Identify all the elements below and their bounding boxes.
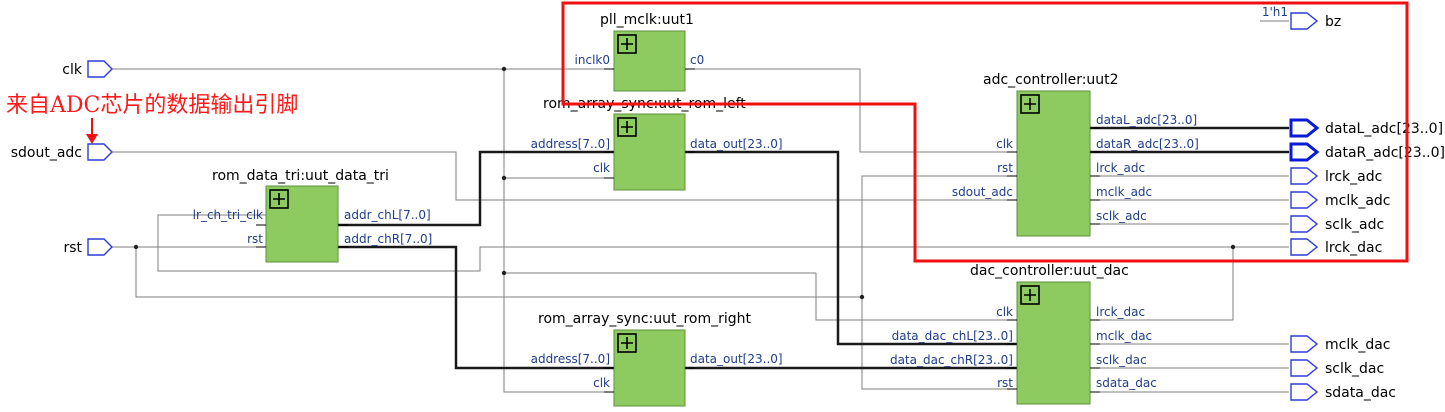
input-pin-rst[interactable]: rst bbox=[63, 238, 113, 256]
pin-label: lrck_adc bbox=[1325, 169, 1382, 185]
expand-icon[interactable] bbox=[617, 333, 637, 353]
port-label: rst bbox=[247, 232, 263, 246]
port-label: clk bbox=[996, 137, 1013, 151]
port-label: clk bbox=[593, 161, 610, 175]
wires bbox=[112, 20, 1289, 393]
output-pin-mclk-dac[interactable]: mclk_dac bbox=[1290, 335, 1391, 353]
block-rom-left[interactable]: rom_array_sync:uut_rom_left address[7..0… bbox=[531, 96, 783, 191]
output-pin-mclk-adc[interactable]: mclk_adc bbox=[1290, 191, 1391, 209]
port-label: data_dac_chL[23..0] bbox=[892, 329, 1013, 343]
port-label: sclk_adc bbox=[1096, 209, 1147, 223]
output-pin-datar-adc[interactable]: dataR_adc[23..0] bbox=[1289, 142, 1445, 162]
plus-icon bbox=[1024, 98, 1036, 110]
block-rom-right[interactable]: rom_array_sync:uut_rom_right address[7..… bbox=[531, 311, 783, 407]
input-pin-clk[interactable]: clk bbox=[62, 60, 113, 78]
output-pin-lrck-adc[interactable]: lrck_adc bbox=[1290, 167, 1382, 185]
port-label: dataL_adc[23..0] bbox=[1096, 113, 1197, 127]
output-pin-datal-adc[interactable]: dataL_adc[23..0] bbox=[1289, 118, 1443, 138]
port-label: mclk_adc bbox=[1096, 185, 1152, 199]
output-pins: 1'h1 bz dataL_adc[23..0] dataR_adc[23..0… bbox=[1262, 5, 1445, 401]
bus-addr-chr bbox=[338, 245, 624, 370]
pin-label: mclk_dac bbox=[1325, 337, 1391, 353]
pin-label: clk bbox=[62, 62, 83, 78]
port-label: data_out[23..0] bbox=[690, 352, 783, 366]
wire-sdout-adc bbox=[112, 151, 1017, 201]
port-label: data_dac_chR[23..0] bbox=[890, 353, 1013, 367]
pin-label: sdata_dac bbox=[1325, 385, 1396, 401]
pin-label: mclk_adc bbox=[1325, 193, 1391, 209]
wire-clk-vertical bbox=[503, 69, 624, 393]
pin-label: dataR_adc[23..0] bbox=[1325, 145, 1445, 161]
bus-data-left bbox=[685, 150, 1017, 346]
port-label: rst bbox=[997, 376, 1013, 390]
plus-icon bbox=[621, 121, 633, 133]
pin-label: sdout_adc bbox=[11, 145, 82, 161]
expand-icon[interactable] bbox=[1020, 285, 1040, 305]
port-label: rst bbox=[997, 161, 1013, 175]
expand-icon[interactable] bbox=[617, 117, 637, 137]
plus-icon bbox=[1024, 289, 1036, 301]
block-dac-controller[interactable]: dac_controller:uut_dac clk data_dac_chL[… bbox=[890, 263, 1157, 405]
port-label: data_out[23..0] bbox=[690, 137, 783, 151]
junctions bbox=[133, 66, 1236, 300]
port-label: lr_ch_tri_clk bbox=[193, 208, 263, 222]
pin-label: sclk_dac bbox=[1325, 361, 1384, 377]
pin-label: sclk_adc bbox=[1325, 217, 1384, 233]
port-label: addr_chR[7..0] bbox=[344, 232, 432, 246]
input-pin-sdout-adc[interactable]: sdout_adc bbox=[11, 143, 113, 161]
block-rom-data-tri[interactable]: rom_data_tri:uut_data_tri lr_ch_tri_clk … bbox=[193, 168, 433, 263]
block-title: adc_controller:uut2 bbox=[983, 72, 1119, 88]
block-pll-mclk[interactable]: pll_mclk:uut1 inclk0 c0 bbox=[575, 12, 705, 92]
plus-icon bbox=[621, 337, 633, 349]
port-label: address[7..0] bbox=[531, 137, 610, 151]
port-label: lrck_adc bbox=[1096, 161, 1145, 175]
port-label: sdata_dac bbox=[1096, 376, 1157, 390]
plus-icon bbox=[273, 193, 285, 205]
port-label: sdout_adc bbox=[952, 185, 1013, 199]
output-pin-sclk-dac[interactable]: sclk_dac bbox=[1290, 359, 1384, 377]
port-label: clk bbox=[996, 305, 1013, 319]
block-title: rom_data_tri:uut_data_tri bbox=[212, 168, 389, 184]
output-pin-bz[interactable]: bz bbox=[1290, 12, 1341, 30]
port-stubs bbox=[256, 68, 1100, 393]
port-label: addr_chL[7..0] bbox=[344, 208, 431, 222]
port-label: sclk_dac bbox=[1096, 353, 1147, 367]
block-title: pll_mclk:uut1 bbox=[600, 12, 694, 28]
pin-label: rst bbox=[63, 240, 82, 256]
bus-addr-chl bbox=[338, 150, 624, 227]
wire-lrck-dac-loop bbox=[157, 214, 1289, 272]
plus-icon bbox=[621, 38, 633, 50]
block-title: rom_array_sync:uut_rom_right bbox=[538, 311, 752, 327]
port-label: lrck_dac bbox=[1096, 305, 1145, 319]
expand-icon[interactable] bbox=[1020, 94, 1040, 114]
port-label: inclk0 bbox=[575, 53, 610, 67]
annotation-text: 来自ADC芯片的数据输出引脚 bbox=[6, 93, 298, 118]
pin-label: dataL_adc[23..0] bbox=[1325, 121, 1443, 137]
output-pin-lrck-dac[interactable]: lrck_dac bbox=[1290, 238, 1382, 256]
constant-label: 1'h1 bbox=[1262, 5, 1288, 19]
annotation-arrow-icon bbox=[86, 134, 98, 144]
output-pin-sdata-dac[interactable]: sdata_dac bbox=[1290, 383, 1396, 401]
block-title: dac_controller:uut_dac bbox=[970, 263, 1129, 279]
wire-rst-to-adc bbox=[861, 175, 1017, 297]
output-pin-sclk-adc[interactable]: sclk_adc bbox=[1290, 215, 1384, 233]
port-label: dataR_adc[23..0] bbox=[1096, 137, 1199, 151]
annotation: 来自ADC芯片的数据输出引脚 bbox=[6, 93, 298, 144]
wire-lrck-dac bbox=[1090, 247, 1234, 321]
highlight-outline bbox=[561, 1, 1409, 263]
port-label: c0 bbox=[690, 53, 704, 67]
expand-icon[interactable] bbox=[269, 189, 289, 209]
wire-clk-to-adc bbox=[112, 68, 1017, 153]
block-adc-controller[interactable]: adc_controller:uut2 clk rst sdout_adc da… bbox=[952, 72, 1199, 237]
pin-label: lrck_dac bbox=[1325, 240, 1382, 256]
buses bbox=[338, 126, 1289, 370]
input-pins: clk sdout_adc rst bbox=[11, 60, 113, 256]
wire-clk-to-dac bbox=[815, 273, 1017, 321]
port-label: address[7..0] bbox=[531, 352, 610, 366]
port-label: mclk_dac bbox=[1096, 329, 1152, 343]
port-label: clk bbox=[593, 376, 610, 390]
expand-icon[interactable] bbox=[617, 34, 637, 54]
pin-label: bz bbox=[1325, 14, 1341, 30]
